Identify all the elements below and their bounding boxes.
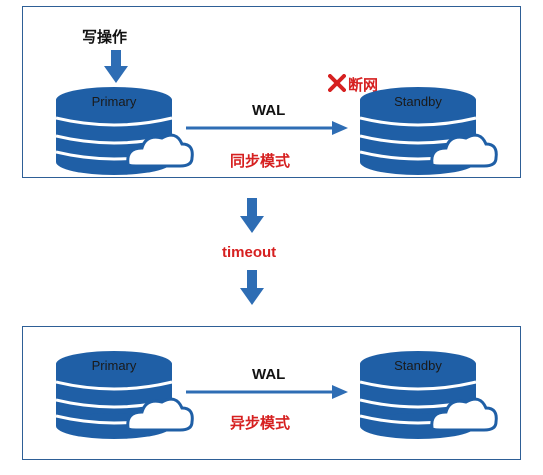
standby-label: Standby [394, 358, 442, 373]
write-operation-label: 写操作 [82, 29, 128, 46]
primary-label: Primary [91, 358, 137, 373]
standby-label: Standby [394, 94, 442, 109]
wal-arrow-icon [186, 121, 348, 135]
standby-database-icon: Standby [360, 350, 500, 460]
wal-label: WAL [252, 366, 286, 383]
cloud-icon [126, 133, 194, 168]
disconnect-x-icon [328, 74, 346, 92]
wal-label: WAL [252, 102, 286, 119]
cloud-icon [126, 397, 194, 432]
write-arrow-icon [104, 50, 128, 83]
timeout-label: timeout [222, 244, 277, 261]
cloud-icon [430, 397, 498, 432]
wal-arrow-icon [186, 385, 348, 399]
primary-database-icon: Primary [56, 86, 196, 196]
primary-label: Primary [91, 94, 137, 109]
primary-database-icon: Primary [56, 350, 196, 460]
transition-arrow-icon [240, 198, 264, 233]
disconnect-label: 断网 [348, 77, 379, 94]
async-mode-label: 异步模式 [230, 415, 291, 432]
standby-database-icon: Standby [360, 86, 500, 196]
cloud-icon [430, 133, 498, 168]
sync-mode-label: 同步模式 [230, 153, 291, 170]
transition-arrow-icon [240, 270, 264, 305]
